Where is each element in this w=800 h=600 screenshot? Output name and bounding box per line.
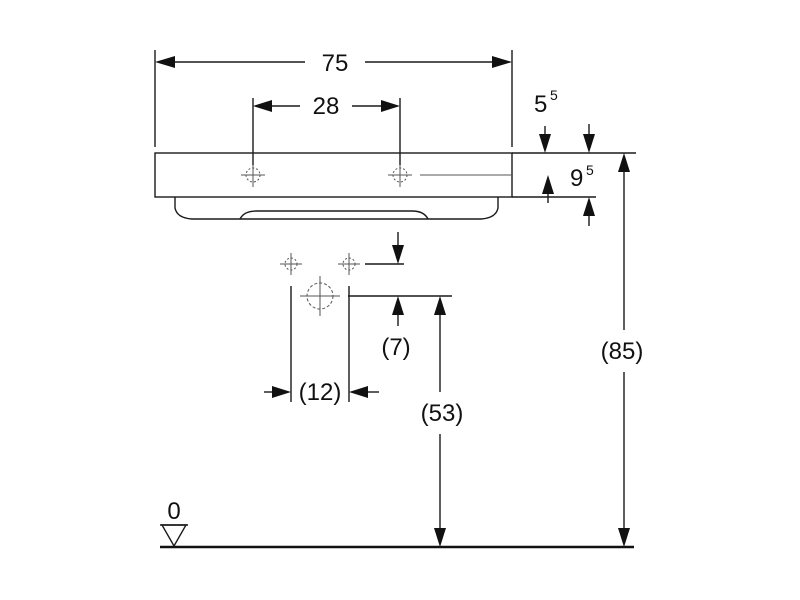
top-thickness-label: 5 xyxy=(534,91,547,118)
dimension-trap-width: (12) xyxy=(264,286,379,406)
dimension-overall-width: 75 xyxy=(154,50,513,147)
waste-marker-right xyxy=(338,253,404,275)
rim-height-sup: 5 xyxy=(586,162,594,178)
trap-offset-label: (7) xyxy=(381,334,410,361)
overall-height-label: (85) xyxy=(601,338,644,365)
overall-width-label: 75 xyxy=(322,50,349,77)
dimension-trap-offset: (7) xyxy=(381,232,411,361)
outlet-height-label: (53) xyxy=(421,400,464,427)
washbasin-bowl xyxy=(174,197,499,220)
washbasin-overflow-slot xyxy=(239,210,429,220)
floor-level: 0 xyxy=(160,498,634,549)
trap-width-label: (12) xyxy=(299,379,342,406)
waste-marker-left xyxy=(280,253,302,275)
dimension-fixing-spacing: 28 xyxy=(252,93,401,165)
fixing-hole-right xyxy=(388,163,512,187)
fixing-spacing-label: 28 xyxy=(313,93,340,120)
floor-level-label: 0 xyxy=(167,498,180,525)
washbasin xyxy=(154,152,513,220)
fixing-hole-left xyxy=(241,163,265,187)
dimension-overall-height: (85) xyxy=(601,153,644,547)
dimension-top-thickness: 5 5 xyxy=(512,87,636,154)
dimension-outlet-height: (53) xyxy=(421,296,464,547)
top-thickness-sup: 5 xyxy=(550,87,558,103)
rim-height-label: 9 xyxy=(570,165,583,192)
floor-level-marker xyxy=(160,524,188,548)
dimension-rim-height: 9 5 xyxy=(512,162,596,226)
outlet-marker xyxy=(300,276,452,316)
